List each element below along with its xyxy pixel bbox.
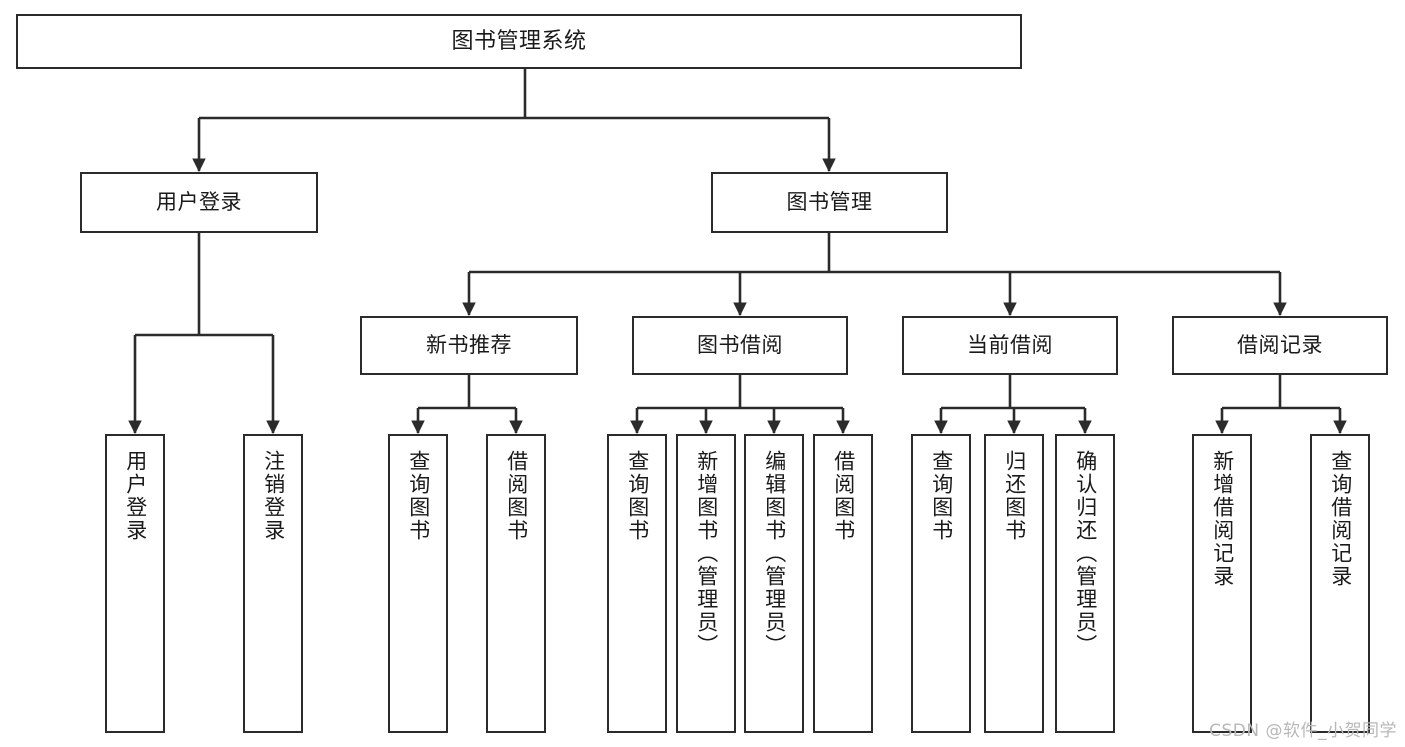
node-leaf-query-book-1[interactable]: 查询图书 — [388, 434, 448, 733]
node-current-borrow[interactable]: 当前借阅 — [902, 316, 1118, 375]
node-leaf-query-record[interactable]: 查询借阅记录 — [1310, 434, 1370, 733]
node-book-borrow-label: 图书借阅 — [697, 333, 783, 358]
node-leaf-add-record[interactable]: 新增借阅记录 — [1192, 434, 1252, 733]
node-leaf-add-record-label: 新增借阅记录 — [1210, 450, 1235, 588]
node-user-login[interactable]: 用户登录 — [80, 172, 318, 233]
node-leaf-borrow-book-2-label: 借阅图书 — [831, 450, 856, 542]
node-leaf-return-book-label: 归还图书 — [1002, 450, 1027, 542]
csdn-watermark: CSDN @软件_小贺同学 — [1209, 721, 1397, 741]
node-current-borrow-label: 当前借阅 — [967, 333, 1053, 358]
node-leaf-query-record-label: 查询借阅记录 — [1328, 450, 1353, 588]
node-leaf-add-book-label: 新增图书（管理员） — [694, 450, 719, 657]
node-leaf-user-login[interactable]: 用户登录 — [105, 434, 165, 733]
node-leaf-query-book-3[interactable]: 查询图书 — [911, 434, 971, 733]
node-root-system-label: 图书管理系统 — [451, 28, 587, 54]
node-user-login-label: 用户登录 — [156, 190, 242, 215]
node-leaf-borrow-book-2[interactable]: 借阅图书 — [813, 434, 873, 733]
node-leaf-user-login-label: 用户登录 — [123, 450, 148, 542]
node-leaf-query-book-2-label: 查询图书 — [625, 450, 650, 542]
node-leaf-query-book-1-label: 查询图书 — [406, 450, 431, 542]
node-leaf-query-book-3-label: 查询图书 — [929, 450, 954, 542]
node-leaf-borrow-book-1[interactable]: 借阅图书 — [486, 434, 546, 733]
node-book-borrow[interactable]: 图书借阅 — [632, 316, 848, 375]
node-leaf-query-book-2[interactable]: 查询图书 — [607, 434, 667, 733]
node-leaf-confirm-return[interactable]: 确认归还（管理员） — [1055, 434, 1115, 733]
node-new-book-rec-label: 新书推荐 — [426, 333, 512, 358]
node-new-book-rec[interactable]: 新书推荐 — [360, 316, 578, 375]
node-book-manage-label: 图书管理 — [786, 190, 873, 215]
node-borrow-record[interactable]: 借阅记录 — [1172, 316, 1388, 375]
node-leaf-logout[interactable]: 注销登录 — [243, 434, 303, 733]
node-root-system[interactable]: 图书管理系统 — [16, 14, 1022, 69]
node-leaf-return-book[interactable]: 归还图书 — [984, 434, 1044, 733]
node-borrow-record-label: 借阅记录 — [1237, 333, 1323, 358]
node-leaf-add-book[interactable]: 新增图书（管理员） — [676, 434, 736, 733]
node-leaf-confirm-return-label: 确认归还（管理员） — [1073, 450, 1098, 657]
node-leaf-borrow-book-1-label: 借阅图书 — [504, 450, 529, 542]
node-leaf-edit-book[interactable]: 编辑图书（管理员） — [744, 434, 804, 733]
node-leaf-logout-label: 注销登录 — [261, 450, 286, 542]
node-book-manage[interactable]: 图书管理 — [711, 172, 948, 233]
node-leaf-edit-book-label: 编辑图书（管理员） — [762, 450, 787, 657]
